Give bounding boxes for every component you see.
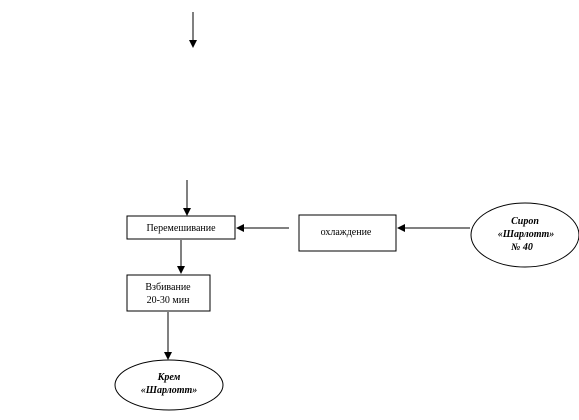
mixing-node: Перемешивание [126, 215, 236, 240]
mixing-label: Перемешивание [146, 223, 216, 234]
cream-node: Крем «Шарлотт» [114, 359, 224, 411]
syrup-label-line1: Сироп [511, 216, 539, 227]
syrup-node: Сироп «Шарлотт» № 40 [470, 202, 579, 268]
whipping-label-line2: 20-30 мин [147, 295, 191, 306]
cream-label-line1: Крем [157, 372, 181, 383]
syrup-label-line2: «Шарлотт» [498, 229, 555, 240]
syrup-label-line3: № 40 [510, 242, 533, 253]
whipping-label-line1: Взбивание [145, 282, 191, 293]
whipping-node: Взбивание 20-30 мин [126, 274, 211, 312]
cream-label-line2: «Шарлотт» [141, 385, 198, 396]
cooling-node: охлаждение [298, 214, 397, 252]
cooling-label: охлаждение [321, 227, 372, 238]
